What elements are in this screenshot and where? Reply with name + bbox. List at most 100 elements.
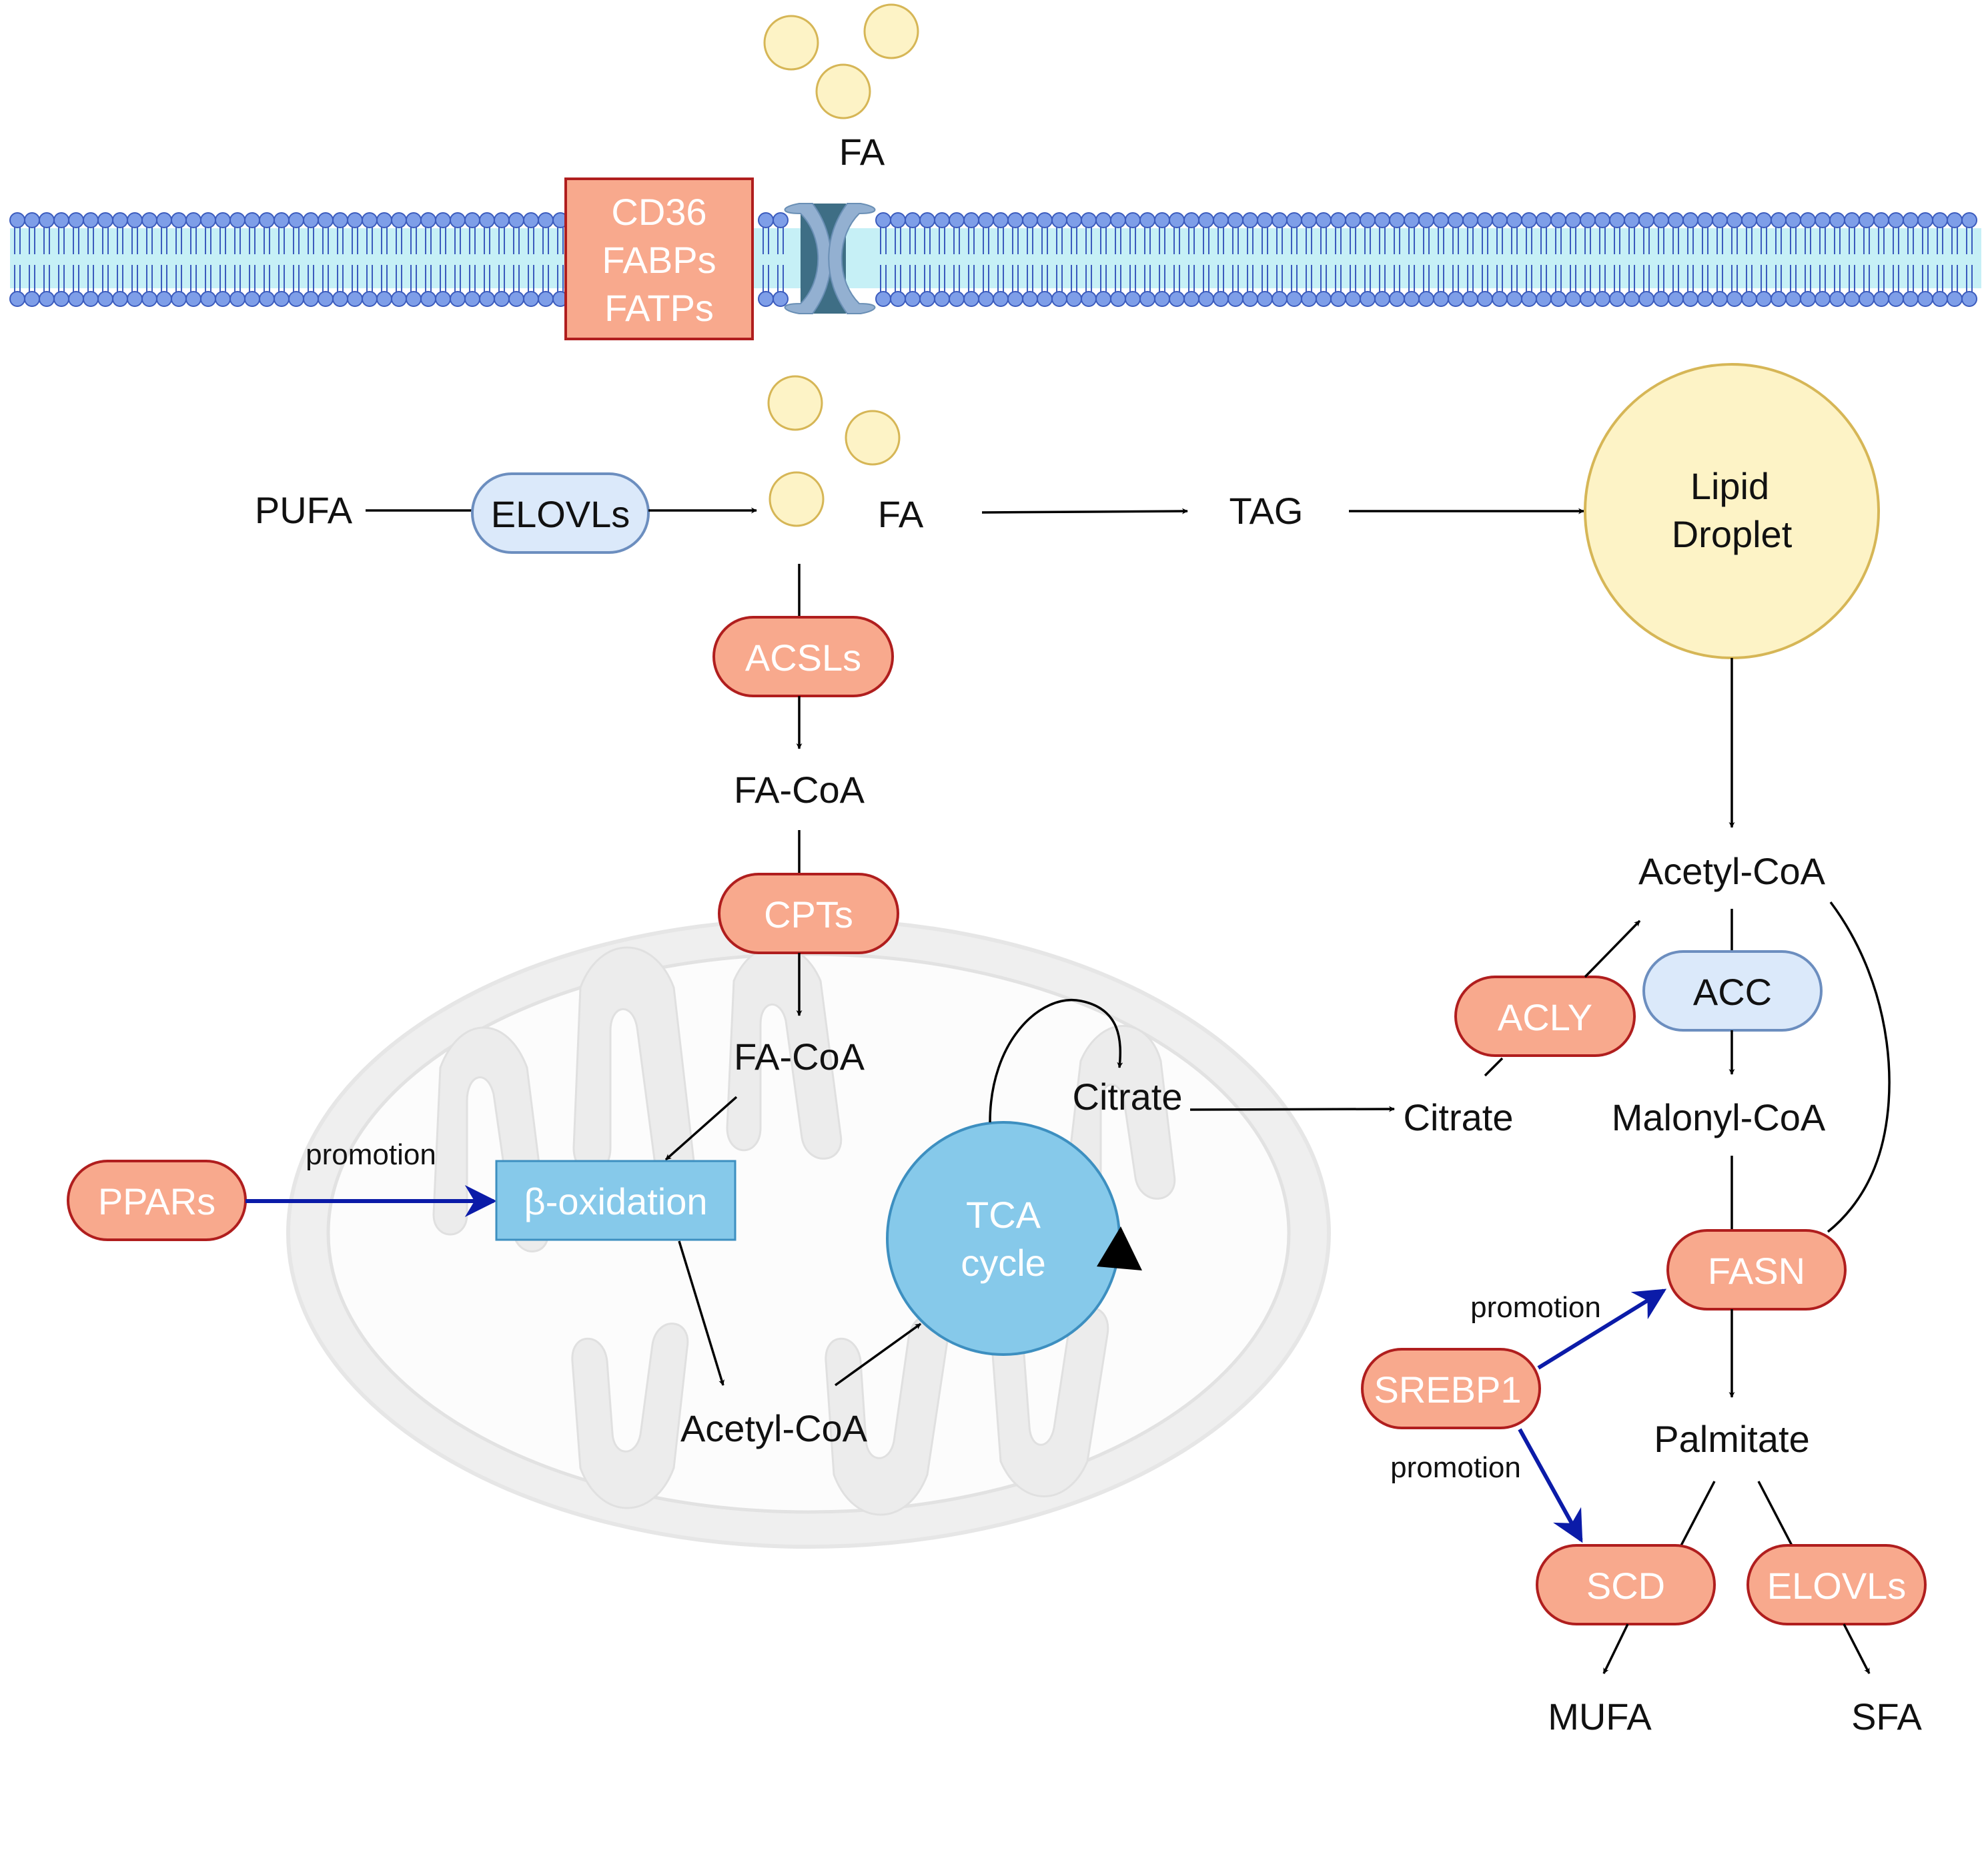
phospholipid-head [200, 291, 216, 307]
palmitate-label: Palmitate [1654, 1418, 1809, 1460]
phospholipid-head [215, 291, 231, 307]
phospholipid-tail [396, 228, 402, 254]
phospholipid-tail [513, 265, 520, 292]
acetylcoa-to-fasn-curve [1827, 901, 1891, 1233]
cpts-node: CPTs [718, 873, 899, 954]
phospholipid-tail [1716, 265, 1723, 292]
phospholipid-head [1095, 291, 1111, 307]
phospholipid-tail [1173, 228, 1180, 254]
phospholipid-head [1653, 212, 1669, 228]
srebp1-to-fasn-promotion-arrow [1537, 1288, 1667, 1370]
phospholipid-tail [1702, 228, 1708, 254]
beta-oxidation-label: β-oxidation [524, 1180, 707, 1222]
phospholipid-tail [924, 265, 931, 292]
phospholipid-tail [1746, 265, 1753, 292]
lipid-droplet-line-2: Droplet [1672, 513, 1793, 555]
palmitate-to-elovls-line [1757, 1481, 1793, 1546]
phospholipid-tail [557, 228, 564, 254]
lipid-droplet: Lipid Droplet [1584, 363, 1880, 659]
phospholipid-head [141, 291, 157, 307]
phospholipid-head [1198, 212, 1214, 228]
phospholipid-tail [1129, 228, 1136, 254]
phospholipid-tail [1687, 228, 1694, 254]
phospholipid-tail [366, 265, 373, 292]
phospholipid-tail [1599, 265, 1606, 292]
phospholipid-tail [190, 228, 197, 254]
phospholipid-tail [895, 265, 901, 292]
phospholipid-tail [1834, 228, 1841, 254]
phospholipid-head [274, 212, 290, 228]
phospholipid-tail [1379, 228, 1386, 254]
phospholipid-head [156, 291, 172, 307]
phospholipid-tail [528, 228, 534, 254]
phospholipid-tail [396, 265, 402, 292]
phospholipid-head [993, 291, 1009, 307]
phospholipid-tail [1951, 265, 1958, 292]
phospholipid-head [1213, 291, 1229, 307]
phospholipid-head [523, 291, 539, 307]
acc-node: ACC [1642, 950, 1823, 1032]
phospholipid-tail [777, 228, 784, 254]
phospholipid-head [1051, 291, 1067, 307]
phospholipid-head [53, 291, 69, 307]
phospholipid-head [1301, 291, 1317, 307]
phospholipid-head [1492, 291, 1508, 307]
phospholipid-tail [1159, 228, 1165, 254]
phospholipid-head [773, 212, 789, 228]
phospholipid-head [1829, 212, 1845, 228]
phospholipid-tail [1761, 228, 1767, 254]
tca-line-1: TCA [966, 1194, 1041, 1236]
transporter-line-1: CD36 [611, 191, 706, 233]
phospholipid-head [949, 212, 965, 228]
phospholipid-tail [1467, 265, 1474, 292]
phospholipid-head [1389, 291, 1405, 307]
cpts-label: CPTs [764, 893, 853, 936]
phospholipid-head [362, 291, 378, 307]
phospholipid-head [1462, 291, 1478, 307]
phospholipid-head [934, 291, 950, 307]
fatty-acid-particle [769, 471, 825, 527]
phospholipid-tail [1291, 265, 1298, 292]
phospholipid-tail [264, 228, 270, 254]
phospholipid-head [1697, 291, 1713, 307]
phospholipid-head [1110, 212, 1126, 228]
phospholipid-head [1771, 291, 1787, 307]
phospholipid-head [376, 291, 392, 307]
phospholipid-tail [968, 265, 975, 292]
phospholipid-tail [1232, 265, 1239, 292]
acly-node: ACLY [1454, 976, 1636, 1057]
phospholipid-head [464, 212, 480, 228]
phospholipid-head [1521, 291, 1537, 307]
phospholipid-head [83, 212, 99, 228]
phospholipid-head [185, 291, 201, 307]
phospholipid-tail [498, 265, 505, 292]
phospholipid-head [332, 212, 348, 228]
phospholipid-head [1697, 212, 1713, 228]
phospholipid-head [1272, 291, 1288, 307]
phospholipid-tail [513, 228, 520, 254]
phospholipid-tail [880, 228, 887, 254]
phospholipid-tail [1849, 265, 1855, 292]
phospholipid-tail [29, 228, 35, 254]
phospholipid-tail [1085, 265, 1092, 292]
phospholipid-tail [484, 265, 490, 292]
phospholipid-tail [1276, 265, 1283, 292]
phospholipid-head [993, 212, 1009, 228]
phospholipid-head [24, 291, 40, 307]
phospholipid-tail [102, 265, 109, 292]
phospholipid-tail [249, 265, 256, 292]
elovls-bottom-node: ELOVLs [1747, 1544, 1927, 1625]
phospholipid-head [1682, 291, 1698, 307]
phospholipid-tail [73, 265, 79, 292]
phospholipid-tail [953, 228, 960, 254]
phospholipid-head [1389, 212, 1405, 228]
phospholipid-head [1286, 212, 1302, 228]
phospholipid-heads [9, 212, 1977, 307]
phospholipid-head [1815, 291, 1831, 307]
phospholipid-head [1741, 212, 1757, 228]
phospholipid-head [347, 291, 363, 307]
phospholipid-head [1242, 212, 1258, 228]
phospholipid-tail [117, 265, 123, 292]
phospholipid-head [9, 291, 25, 307]
